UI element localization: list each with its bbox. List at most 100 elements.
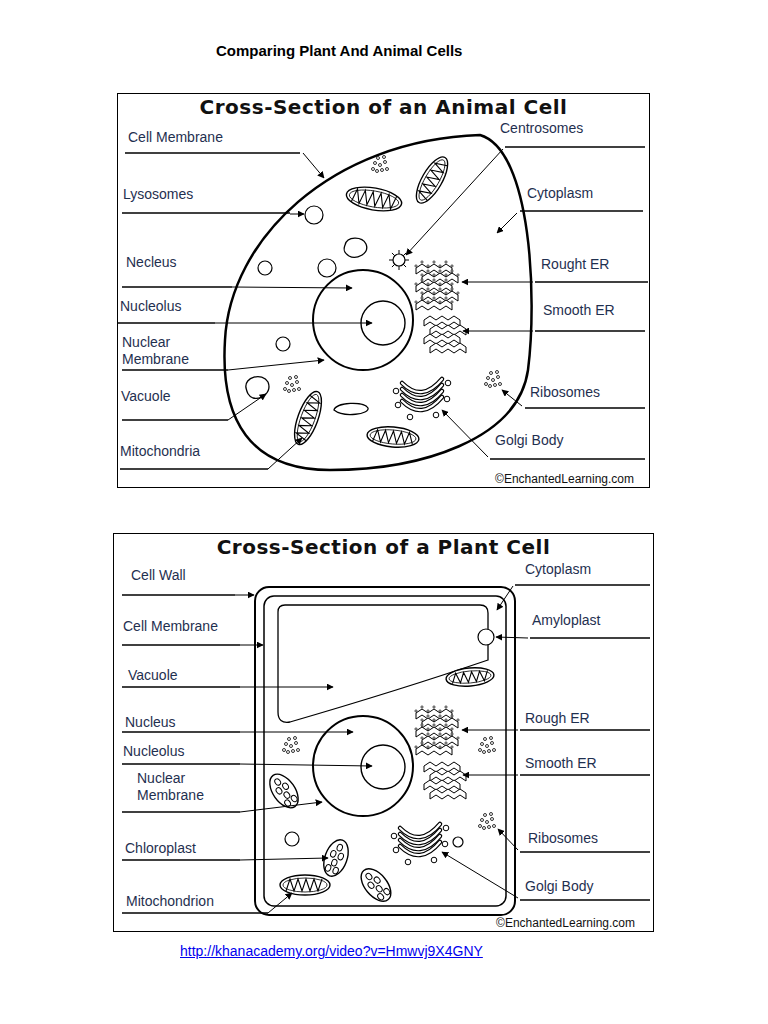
golgi-lumen (402, 397, 442, 410)
ribosome-dot (295, 742, 298, 745)
ribosome-dot (483, 827, 486, 830)
er-ribosome (451, 728, 453, 730)
centrosome-ray (399, 266, 400, 270)
er-ribosome (427, 265, 429, 267)
er-ribosome (445, 706, 447, 708)
mitochondrion-outer (345, 183, 404, 214)
part-label: Smooth ER (543, 302, 615, 318)
er-ribosome (427, 733, 429, 735)
part-label: Nucleolus (120, 298, 181, 314)
er-ribosome (415, 265, 417, 267)
lysosome-circle (318, 259, 336, 277)
rough-er-sheet (416, 300, 452, 310)
mitochondrion-cristae (295, 395, 321, 440)
leader-arrow (290, 214, 304, 215)
er-ribosome (433, 297, 435, 299)
vacuole-shape (246, 377, 269, 399)
part-label: Lysosomes (123, 186, 193, 202)
diagram-panel: Cross-Section of an Animal Cell ©Enchante… (117, 93, 650, 488)
part-label: Amyloplast (532, 612, 600, 628)
centrosome-core (393, 254, 405, 266)
vacuole-shape (344, 238, 367, 257)
panel-heading: Cross-Section of an Animal Cell (118, 95, 649, 119)
ribosome-dot (290, 745, 293, 748)
er-ribosome (439, 265, 441, 267)
leader-arrow (235, 595, 254, 596)
answer-blank (535, 330, 645, 332)
er-ribosome (421, 297, 423, 299)
mitochondrion-shape (280, 875, 330, 895)
er-ribosome (445, 274, 447, 276)
er-ribosome (439, 288, 441, 290)
er-ribosome (433, 719, 435, 721)
mitochondrion-cristae (373, 429, 414, 444)
answer-blank (535, 281, 648, 283)
chloroplast-granum (275, 787, 283, 796)
leader-arrow (303, 153, 324, 178)
answer-blank (520, 851, 650, 853)
animal-cell-membrane (224, 135, 531, 470)
answer-blank (122, 286, 232, 288)
leader-arrow (268, 438, 302, 469)
part-label: Vacuole (121, 388, 171, 404)
ribosome-dot (494, 384, 497, 387)
rough-er-sheet (422, 736, 458, 746)
er-ribosome (421, 724, 423, 726)
smooth-er-tube (430, 325, 466, 335)
ribosome-dot (298, 388, 301, 391)
ribosome-dot (381, 169, 384, 172)
ribosome-dot (296, 381, 299, 384)
leader-arrow (462, 730, 518, 731)
centrosome-ray (392, 253, 395, 256)
er-ribosome (451, 733, 453, 735)
page-title: Comparing Plant And Animal Cells (216, 42, 462, 60)
answer-blank (125, 152, 300, 154)
mitochondrion-outer (280, 875, 330, 895)
ribosome-dot (287, 751, 290, 754)
er-ribosome (445, 297, 447, 299)
part-label: Cell Wall (131, 567, 186, 583)
er-ribosome (451, 283, 453, 285)
er-ribosome (457, 274, 459, 276)
ribosome-dot (377, 157, 380, 160)
ribosome-dot (487, 377, 490, 380)
ribosome-dot (285, 743, 288, 746)
answer-blank (118, 322, 215, 324)
centrosome-ray (389, 260, 393, 261)
part-label: Nuclear Membrane (137, 770, 222, 804)
er-ribosome (415, 301, 417, 303)
chloroplast-granum (375, 885, 383, 894)
leader-arrow (463, 331, 533, 332)
mitochondrion-inner (293, 392, 323, 444)
er-ribosome (445, 737, 447, 739)
rough-er-sheet (422, 291, 458, 301)
golgi-vesicle (393, 388, 399, 394)
part-label: Golgi Body (495, 432, 563, 448)
reference-link: http://khanacademy.org/video?v=Hmwvj9X4G… (180, 943, 483, 959)
part-label: Mitochondria (120, 443, 200, 459)
chloroplast-granum (281, 782, 289, 791)
ribosome-dot (486, 745, 489, 748)
ribosome-dot (499, 383, 502, 386)
ribosome-dot (488, 750, 491, 753)
er-ribosome (427, 283, 429, 285)
golgi-vesicle (393, 847, 399, 853)
er-ribosome (433, 742, 435, 744)
answer-blank (122, 912, 268, 914)
er-ribosome (445, 261, 447, 263)
answer-blank (520, 774, 650, 776)
nucleolus-circle (361, 745, 405, 789)
ribosome-dot (488, 826, 491, 829)
leader-arrow (463, 775, 518, 776)
ribosome-dot (376, 170, 379, 173)
mitochondrion-outer (366, 425, 420, 449)
part-label: Rought ER (541, 256, 609, 272)
rough-er-sheet (416, 745, 452, 755)
part-label: Cytoplasm (525, 561, 591, 577)
copyright-note: ©EnchantedLearning.com (495, 472, 634, 486)
answer-blank (525, 407, 645, 409)
er-ribosome (457, 719, 459, 721)
ribosome-dot (293, 389, 296, 392)
er-ribosome (439, 715, 441, 717)
answer-blank (520, 210, 643, 212)
